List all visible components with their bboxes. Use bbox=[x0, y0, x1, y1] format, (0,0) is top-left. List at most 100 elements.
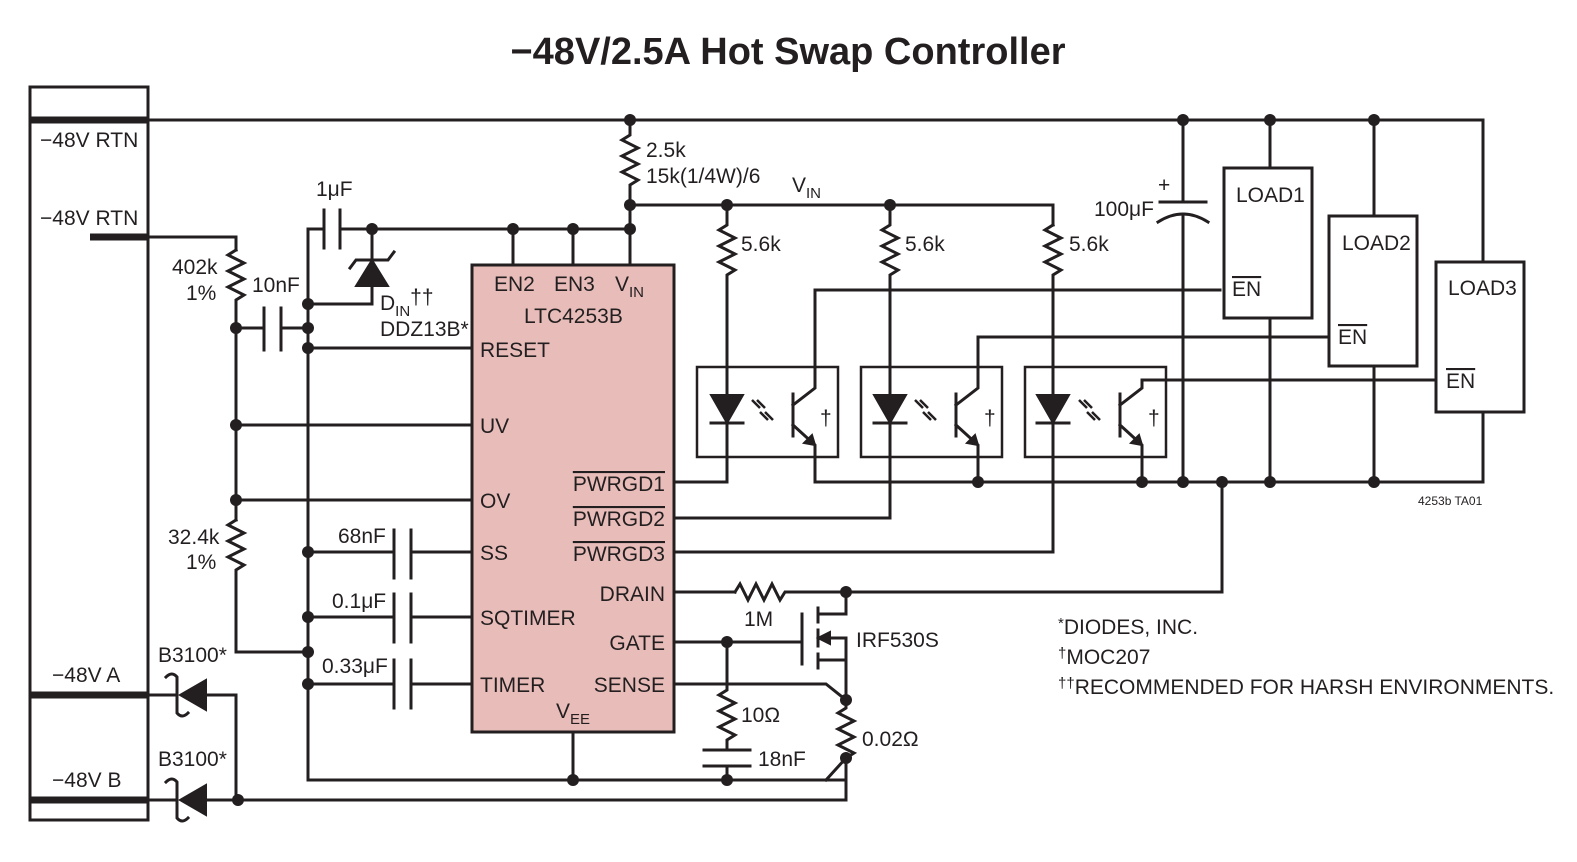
schottky-bar bbox=[163, 777, 191, 823]
wire-cap-1uf-left bbox=[306, 227, 324, 302]
light-rays-icon bbox=[914, 399, 937, 421]
zener-din: DIN†† DDZ13B* bbox=[306, 227, 469, 341]
resistor-1m-zigzag bbox=[732, 580, 848, 604]
load-1-en: EN bbox=[1232, 278, 1261, 301]
load-2-en: EN bbox=[1338, 326, 1367, 349]
backplane-connector: −48V RTN −48V RTN −48V A −48V B bbox=[28, 85, 150, 822]
resistor-vin-value: 2.5k bbox=[646, 139, 686, 162]
schottky-bar bbox=[163, 672, 191, 718]
diode-triangle bbox=[177, 783, 207, 817]
resistor-32k: 32.4k 1% bbox=[168, 517, 310, 654]
note-3: ††RECOMMENDED FOR HARSH ENVIRONMENTS. bbox=[1058, 675, 1554, 699]
load-1: LOAD1 EN bbox=[1222, 118, 1314, 484]
wire bbox=[306, 284, 374, 306]
wire-vee-bus bbox=[306, 298, 848, 782]
ic-pin-uv: UV bbox=[480, 415, 509, 438]
wire-vin-bus bbox=[628, 203, 1055, 227]
resistor-10ohm-value: 10Ω bbox=[741, 704, 780, 727]
opto-body bbox=[859, 365, 1004, 459]
opto-mark: † bbox=[820, 407, 832, 430]
resistor-zigzag bbox=[878, 203, 902, 397]
mosfet-arrow bbox=[815, 630, 831, 646]
opto-body bbox=[695, 365, 840, 459]
capacitor-100uf-polarity: + bbox=[1158, 174, 1170, 197]
diagram-title: −48V/2.5A Hot Swap Controller bbox=[510, 31, 1065, 73]
diode-b3100-b: B3100* bbox=[146, 748, 848, 823]
footnotes: *DIODES, INC. †MOC207 ††RECOMMENDED FOR … bbox=[1058, 615, 1554, 699]
load-3: LOAD3 EN bbox=[1434, 260, 1526, 414]
capacitor-18nf-value: 18nF bbox=[758, 748, 806, 771]
light-rays-icon bbox=[1078, 399, 1101, 421]
wire-collector-1 bbox=[790, 288, 1222, 408]
wire-rtn2-divider bbox=[146, 235, 238, 252]
wire-collector-3 bbox=[1117, 378, 1438, 408]
zener-part: DDZ13B* bbox=[380, 318, 469, 341]
load-2-label: LOAD2 bbox=[1342, 232, 1411, 255]
diode-b3100-a: B3100* bbox=[146, 644, 238, 802]
ic-pin-pwrgd3: PWRGD3 bbox=[573, 543, 665, 566]
zener-label: DIN†† bbox=[380, 286, 434, 320]
resistor-10ohm: 10Ω bbox=[715, 640, 780, 750]
led-triangle bbox=[1035, 394, 1071, 426]
wire-kelvin-vee bbox=[823, 755, 849, 783]
resistor-pullup-2-value: 5.6k bbox=[905, 233, 945, 256]
ic-body bbox=[470, 263, 676, 734]
resistor-sense-zigzag bbox=[834, 698, 858, 761]
capacitor-18nf: 18nF bbox=[702, 748, 806, 782]
wire-rtn-rail bbox=[146, 118, 1485, 264]
ic-pin-sense: SENSE bbox=[594, 674, 665, 697]
figure-id: 4253b TA01 bbox=[1418, 494, 1483, 508]
capacitor-timer-value: 0.33μF bbox=[322, 655, 388, 678]
junction bbox=[972, 476, 984, 488]
wire bbox=[672, 421, 1055, 554]
wire bbox=[672, 421, 892, 520]
resistor-vin-detail: 15k(1/4W)/6 bbox=[646, 165, 760, 188]
wire-emitter-3 bbox=[1117, 422, 1144, 484]
resistor-1m-value: 1M bbox=[744, 608, 773, 631]
zener-bar bbox=[347, 249, 397, 271]
optocoupler-1: † bbox=[688, 288, 1222, 484]
resistor-sense-value: 0.02Ω bbox=[862, 728, 919, 751]
junction bbox=[567, 223, 579, 235]
mosfet-part: IRF530S bbox=[856, 629, 939, 652]
capacitor-1uf: 1μF bbox=[306, 178, 374, 302]
ic-pin-pwrgd1: PWRGD1 bbox=[573, 473, 665, 496]
junction bbox=[624, 223, 636, 235]
ic-pin-vin: VIN bbox=[615, 273, 644, 301]
wire bbox=[204, 693, 238, 802]
junction bbox=[302, 646, 314, 658]
resistor-zigzag bbox=[715, 203, 739, 397]
ic-pin-ss: SS bbox=[480, 542, 508, 565]
resistor-32k-value: 32.4k bbox=[168, 526, 220, 549]
resistor-pullup-3: 5.6k bbox=[1041, 222, 1109, 397]
load-1-box bbox=[1222, 166, 1314, 320]
resistor-32k-zigzag bbox=[224, 517, 310, 654]
capacitor-timer: 0.33μF bbox=[306, 655, 474, 710]
junction bbox=[302, 678, 314, 690]
capacitor-1uf-value: 1μF bbox=[316, 178, 353, 201]
note-1: *DIODES, INC. bbox=[1058, 615, 1198, 639]
opto-mark: † bbox=[1148, 407, 1160, 430]
resistor-402k-value: 402k bbox=[172, 256, 218, 279]
resistor-402k-tol: 1% bbox=[186, 282, 216, 305]
ic-pin-en3: EN3 bbox=[554, 273, 595, 296]
resistor-10ohm-zigzag bbox=[715, 640, 739, 750]
capacitor-10nf: 10nF bbox=[234, 274, 310, 352]
junction bbox=[1136, 476, 1148, 488]
emitter-arrow bbox=[1128, 433, 1144, 447]
resistor-pullup-1-value: 5.6k bbox=[741, 233, 781, 256]
diode-a-part: B3100* bbox=[158, 644, 227, 667]
wire-emitter-2 bbox=[953, 422, 980, 484]
emitter-arrow bbox=[964, 433, 980, 447]
capacitor-10nf-value: 10nF bbox=[252, 274, 300, 297]
junction bbox=[302, 611, 314, 623]
ic-pin-reset: RESET bbox=[480, 339, 550, 362]
capacitor-ss-value: 68nF bbox=[338, 525, 386, 548]
resistor-pullup-1: 5.6k bbox=[715, 203, 781, 397]
junction bbox=[232, 794, 244, 806]
diode-b-part: B3100* bbox=[158, 748, 227, 771]
capacitor-ss: 68nF bbox=[306, 525, 474, 580]
connector-label-b: −48V B bbox=[52, 769, 121, 792]
ic-pin-pwrgd2: PWRGD2 bbox=[573, 508, 665, 531]
resistor-pullup-2: 5.6k bbox=[878, 203, 945, 397]
